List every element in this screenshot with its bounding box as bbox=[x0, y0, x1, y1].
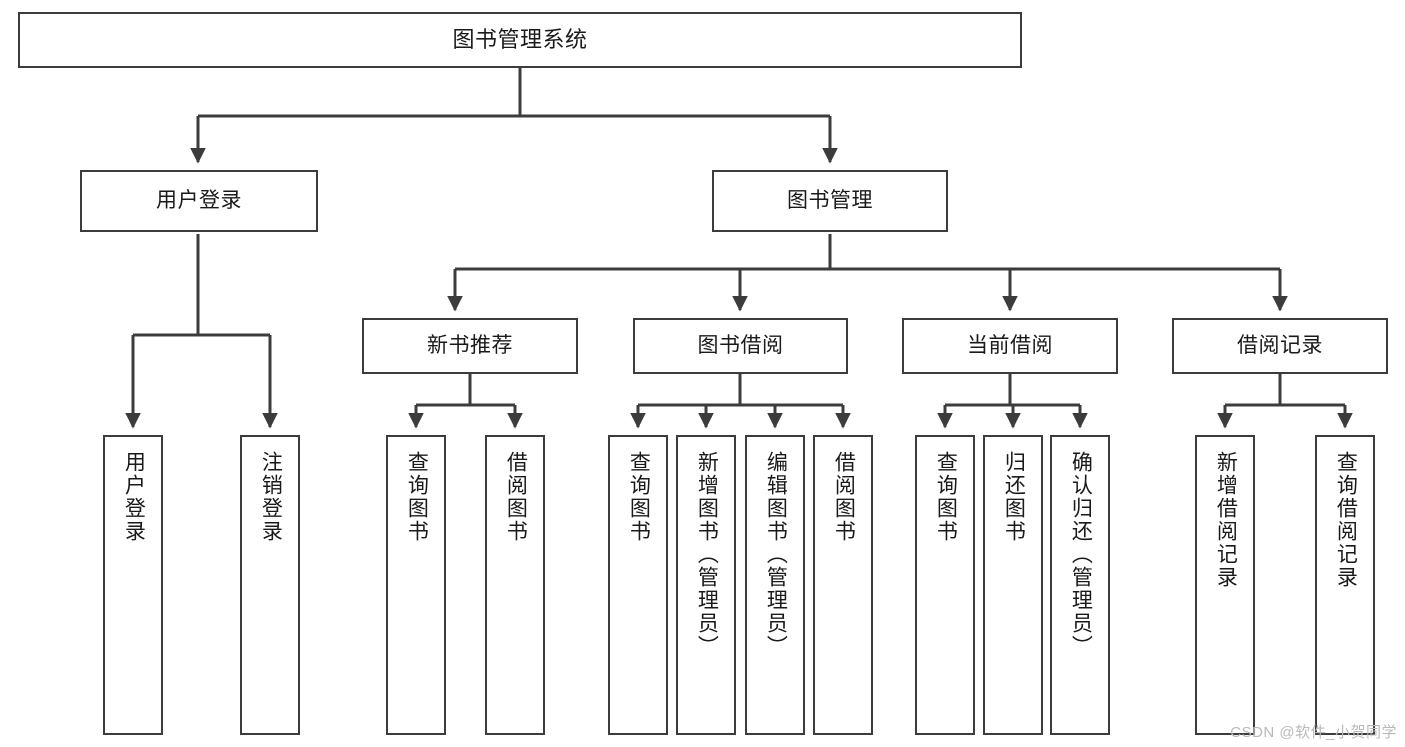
node-label: 当前借阅 bbox=[967, 334, 1053, 358]
node-label: 新书推荐 bbox=[427, 334, 513, 358]
leaf-borrow-books-recommend[interactable]: 借阅图书 bbox=[485, 435, 545, 735]
leaf-confirm-return-admin[interactable]: 确认归还（管理员） bbox=[1050, 435, 1110, 735]
leaf-edit-book-admin[interactable]: 编辑图书（管理员） bbox=[745, 435, 805, 735]
node-label: 归还图书 bbox=[1002, 451, 1026, 543]
node-label: 新增借阅记录 bbox=[1214, 451, 1238, 589]
node-label: 查询图书 bbox=[405, 451, 429, 543]
node-label: 查询图书 bbox=[627, 451, 651, 543]
node-label: 新增图书（管理员） bbox=[695, 451, 719, 658]
leaf-query-books-current[interactable]: 查询图书 bbox=[915, 435, 975, 735]
node-label: 用户登录 bbox=[122, 451, 146, 543]
leaf-query-borrow-record[interactable]: 查询借阅记录 bbox=[1315, 435, 1375, 735]
node-new-book-recommend[interactable]: 新书推荐 bbox=[362, 318, 578, 374]
node-label: 注销登录 bbox=[259, 451, 283, 543]
node-user-login[interactable]: 用户登录 bbox=[80, 170, 318, 232]
leaf-query-books-recommend[interactable]: 查询图书 bbox=[386, 435, 446, 735]
leaf-user-login[interactable]: 用户登录 bbox=[103, 435, 163, 735]
node-label: 确认归还（管理员） bbox=[1069, 451, 1093, 658]
node-label: 编辑图书（管理员） bbox=[764, 451, 788, 658]
leaf-borrow-books[interactable]: 借阅图书 bbox=[813, 435, 873, 735]
node-label: 图书管理系统 bbox=[452, 26, 588, 52]
node-current-borrow[interactable]: 当前借阅 bbox=[902, 318, 1118, 374]
leaf-logout[interactable]: 注销登录 bbox=[240, 435, 300, 735]
leaf-add-borrow-record[interactable]: 新增借阅记录 bbox=[1195, 435, 1255, 735]
node-label: 借阅记录 bbox=[1237, 334, 1323, 358]
watermark: CSDN @软件_小贺同学 bbox=[1230, 724, 1397, 741]
node-book-management[interactable]: 图书管理 bbox=[712, 170, 948, 232]
node-label: 借阅图书 bbox=[832, 451, 856, 543]
node-label: 查询借阅记录 bbox=[1334, 451, 1358, 589]
node-borrow-record[interactable]: 借阅记录 bbox=[1172, 318, 1388, 374]
node-book-borrow[interactable]: 图书借阅 bbox=[633, 318, 848, 374]
node-label: 用户登录 bbox=[156, 189, 242, 213]
node-label: 图书借阅 bbox=[697, 334, 784, 358]
leaf-return-books[interactable]: 归还图书 bbox=[983, 435, 1043, 735]
node-root-book-management-system[interactable]: 图书管理系统 bbox=[18, 12, 1022, 68]
node-label: 图书管理 bbox=[787, 189, 873, 213]
leaf-add-book-admin[interactable]: 新增图书（管理员） bbox=[676, 435, 736, 735]
node-label: 查询图书 bbox=[934, 451, 958, 543]
leaf-query-books-borrow[interactable]: 查询图书 bbox=[608, 435, 668, 735]
node-label: 借阅图书 bbox=[504, 451, 528, 543]
